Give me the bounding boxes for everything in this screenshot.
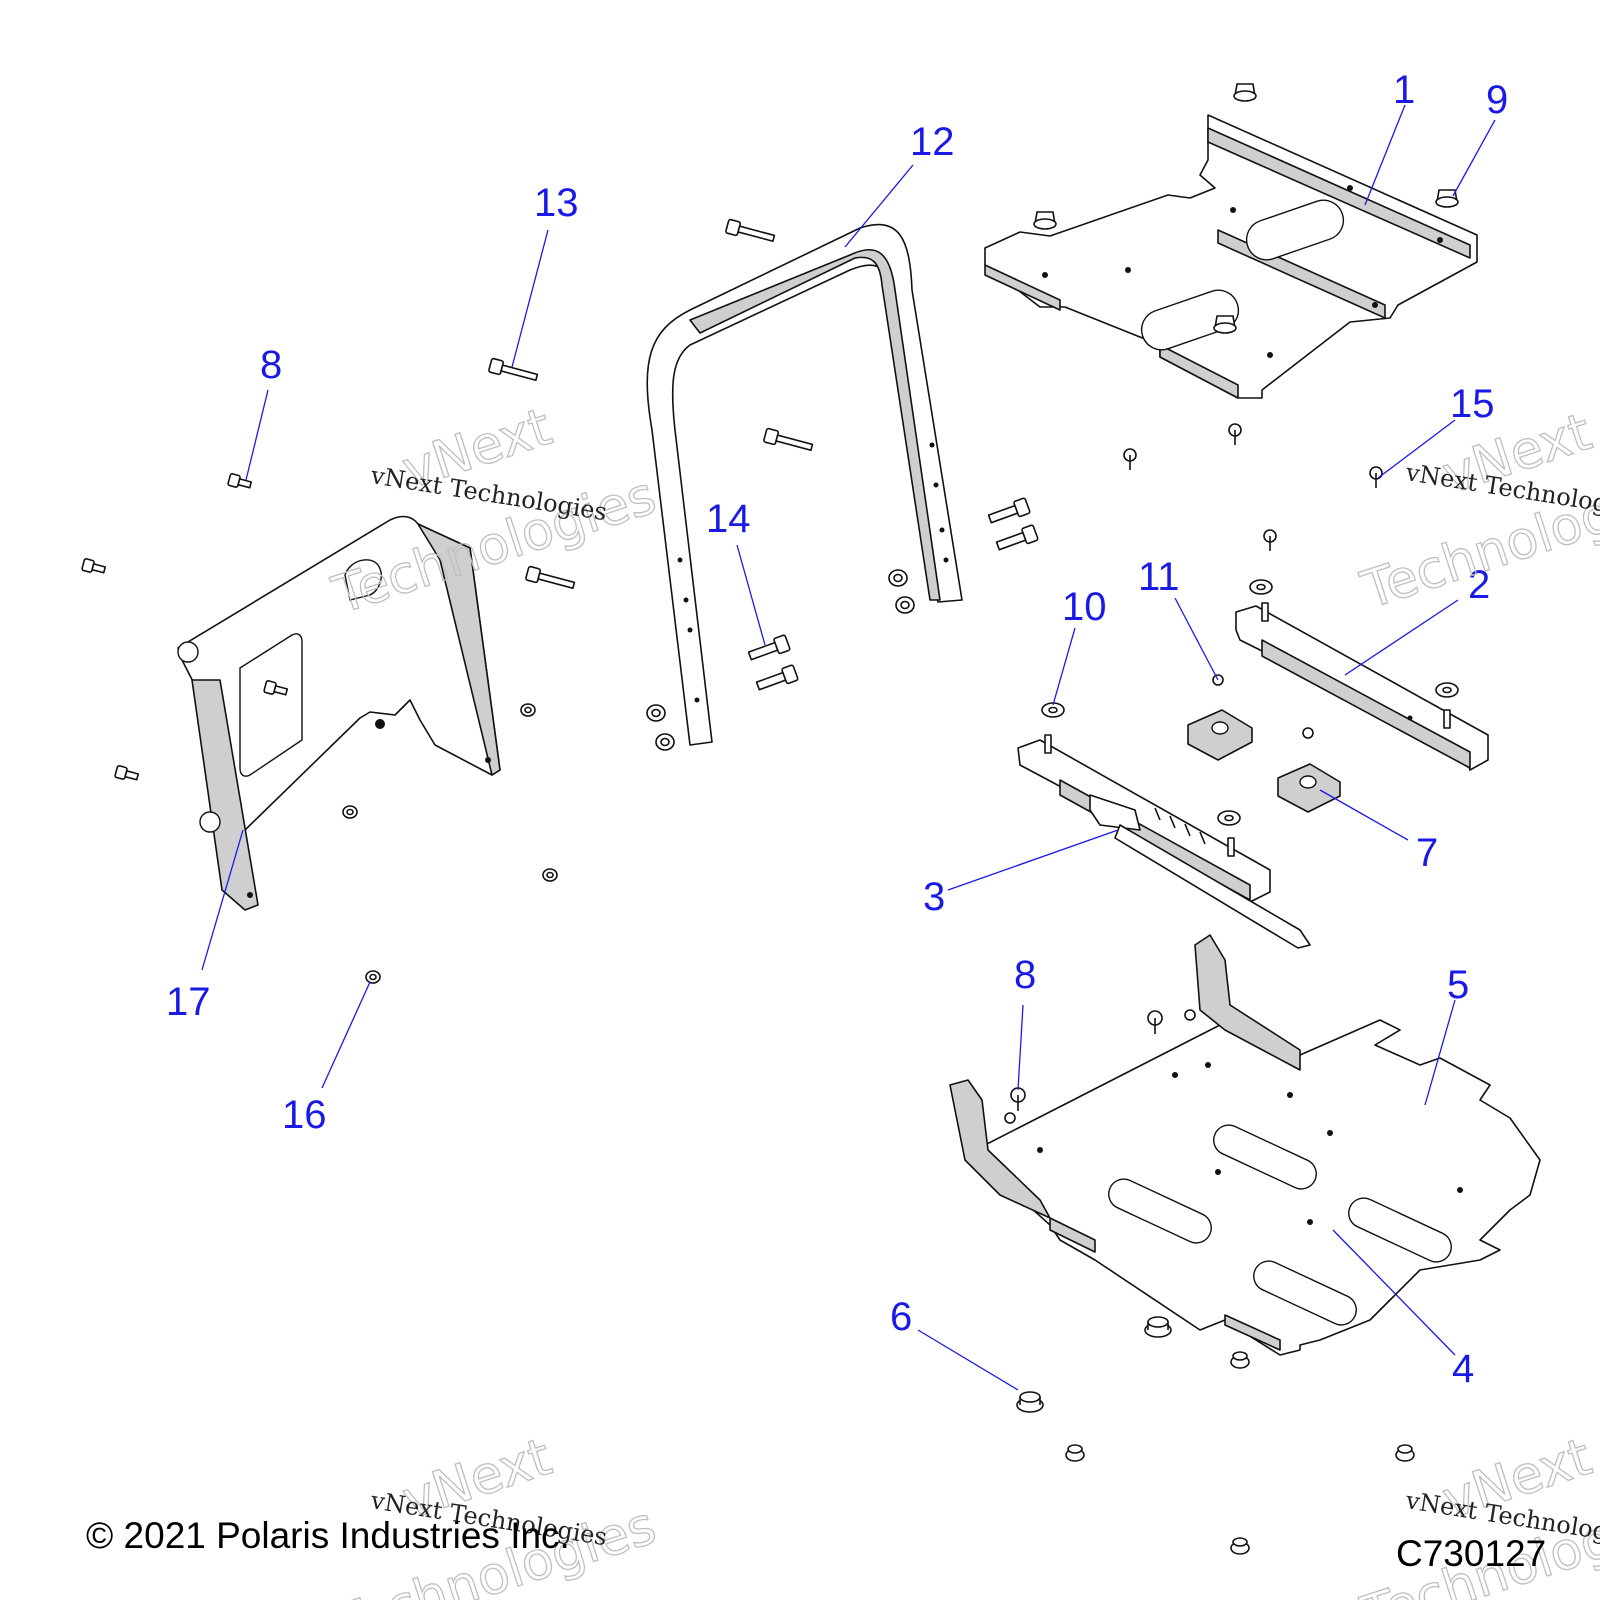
- leader-2: [1344, 599, 1459, 676]
- part-15-screws: [1123, 423, 1383, 551]
- leader-lines: [201, 104, 1496, 1391]
- part-13-bolts: [488, 218, 814, 590]
- part-9-flange-nuts: [1033, 83, 1459, 334]
- callout-10: 10: [1062, 585, 1107, 629]
- part-14-bolts: [747, 497, 1039, 691]
- callout-numbers: 1 9 12 13 8 15 14 11 10 2 7 3 17 8 5 16 …: [166, 68, 1508, 1391]
- leader-8a: [245, 389, 269, 481]
- callout-3: 3: [923, 875, 945, 919]
- callout-16: 16: [282, 1093, 327, 1137]
- part-16-nut: [365, 970, 381, 984]
- callout-11: 11: [1138, 555, 1180, 599]
- leader-4: [1332, 1229, 1456, 1356]
- part-12-grab-bar: [646, 223, 963, 746]
- callout-13: 13: [534, 181, 579, 225]
- part-5-lower-frame: [949, 934, 1541, 1356]
- watermark-center: vNext Technologies vNext Technologies: [325, 396, 663, 627]
- watermark-bottom-left: vNext Technologies vNext Technologies: [325, 1426, 663, 1600]
- callout-9: 9: [1486, 78, 1508, 122]
- leader-10: [1052, 627, 1076, 706]
- grab-bar-nuts: [342, 569, 915, 882]
- callout-2: 2: [1468, 563, 1490, 607]
- callout-14: 14: [706, 497, 751, 541]
- part-8-screws-lower: [1004, 1009, 1196, 1124]
- figure-id: C730127: [1396, 1533, 1547, 1574]
- copyright-notice: © 2021 Polaris Industries Inc.: [86, 1515, 570, 1556]
- leader-3: [947, 829, 1119, 891]
- leader-1: [1364, 104, 1406, 206]
- leader-17: [201, 829, 244, 971]
- callout-5: 5: [1447, 963, 1469, 1007]
- leader-11: [1174, 597, 1219, 681]
- callout-15: 15: [1450, 382, 1495, 426]
- leader-7: [1319, 789, 1409, 841]
- part-1-seat-base-plate: [984, 114, 1478, 399]
- callout-6: 6: [890, 1295, 912, 1339]
- leader-12: [844, 164, 914, 248]
- leader-5: [1424, 999, 1456, 1106]
- part-8-screws-upper: [81, 473, 289, 781]
- callout-12: 12: [910, 120, 955, 164]
- callout-8-upper: 8: [260, 343, 282, 387]
- callout-1: 1: [1393, 68, 1415, 112]
- leader-13: [511, 229, 549, 368]
- leader-6: [917, 1329, 1019, 1391]
- leader-14: [736, 544, 766, 646]
- callout-8-lower: 8: [1014, 953, 1036, 997]
- leader-16: [321, 981, 371, 1089]
- part-6-grommets: [1016, 1316, 1415, 1555]
- part-3-seat-rail-adjuster: [1017, 734, 1311, 949]
- callout-7: 7: [1416, 831, 1438, 875]
- part-7-bumpers: [1187, 709, 1341, 813]
- leader-8b: [1017, 1004, 1024, 1091]
- callout-4: 4: [1452, 1347, 1474, 1391]
- rail-washers: [1041, 579, 1459, 826]
- part-17-bracket-panel: [177, 515, 501, 911]
- leader-9: [1452, 119, 1496, 197]
- part-2-seat-rail: [1235, 602, 1489, 771]
- leader-15: [1377, 419, 1456, 479]
- callout-17: 17: [166, 980, 211, 1024]
